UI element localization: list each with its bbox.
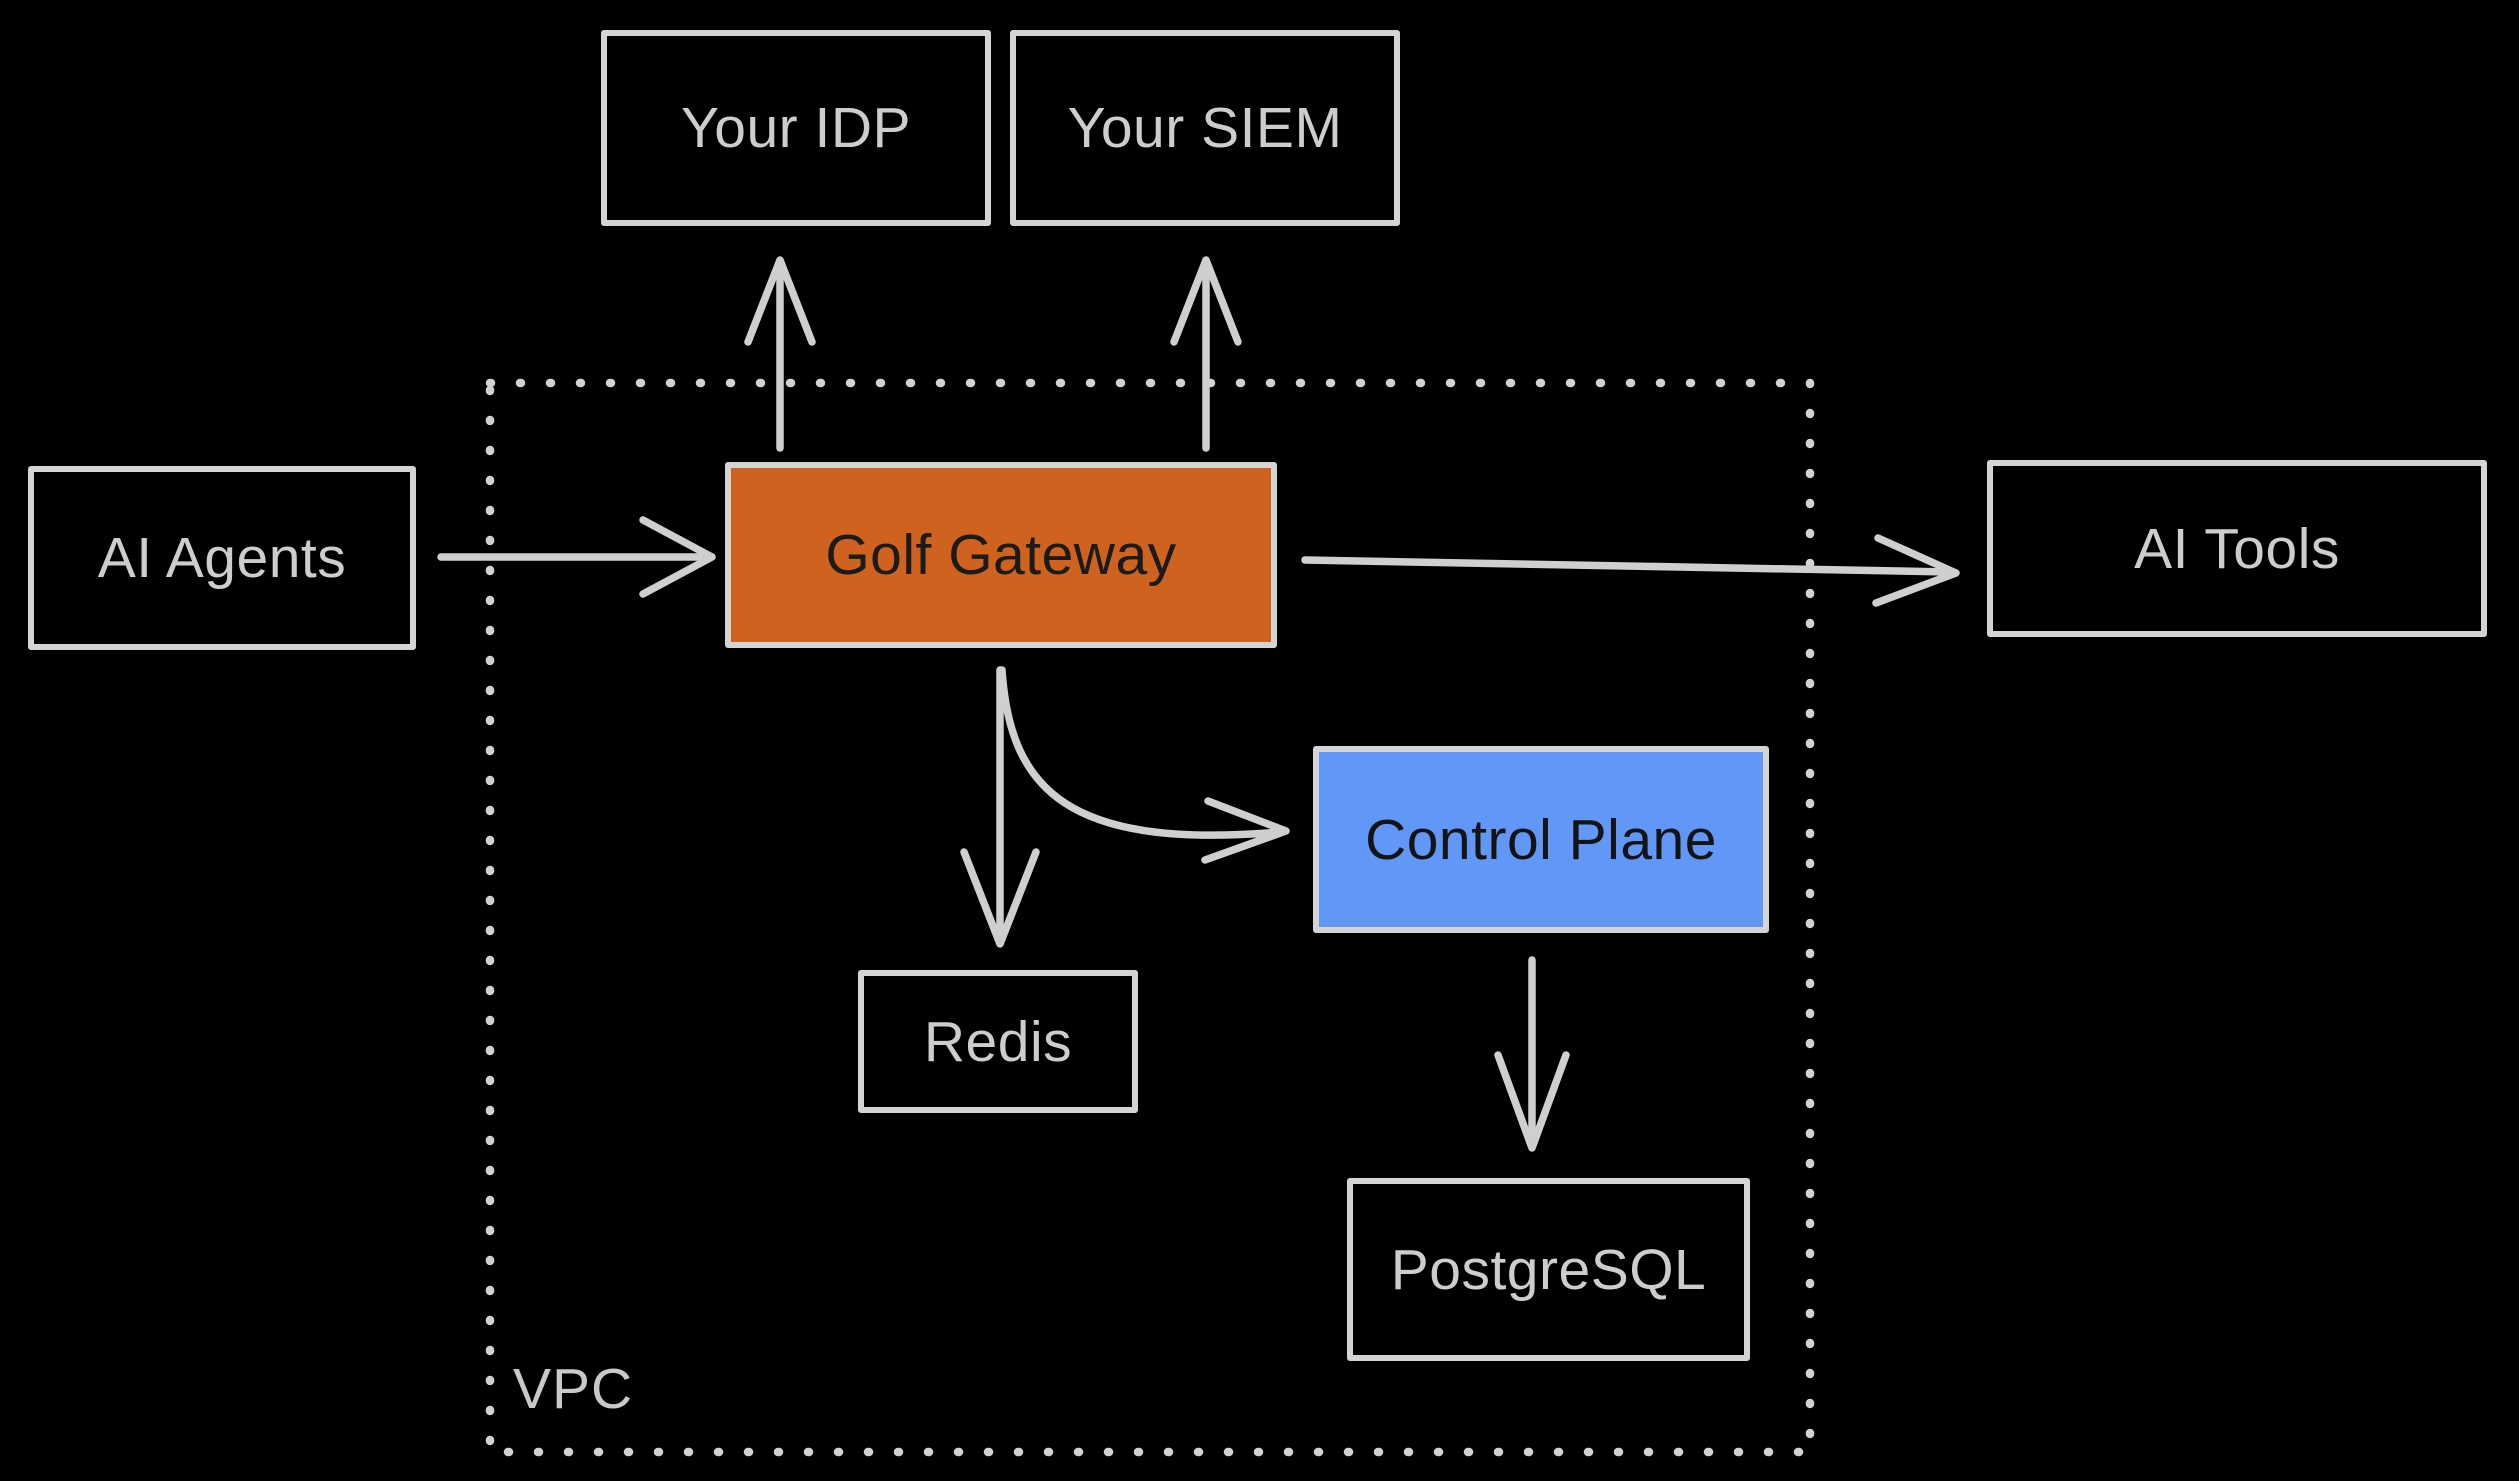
node-ai-agents: AI Agents [28,466,416,650]
vpc-boundary [485,378,1815,1457]
node-control-plane-label: Control Plane [1365,807,1717,872]
node-ai-tools-label: AI Tools [2134,516,2340,581]
node-ai-tools: AI Tools [1987,460,2487,637]
node-postgresql: PostgreSQL [1347,1178,1750,1361]
node-golf-gateway-label: Golf Gateway [825,523,1177,587]
arrow-control-plane-to-postgresql [1494,956,1570,1152]
arrow-golf-gateway-to-your-idp [744,256,816,452]
node-control-plane: Control Plane [1313,746,1769,933]
node-postgresql-label: PostgreSQL [1390,1237,1707,1302]
vpc-container-label: VPC [513,1357,634,1421]
node-golf-gateway: Golf Gateway [725,462,1277,648]
arrow-ai-agents-to-golf-gateway [437,516,716,598]
node-your-siem-label: Your SIEM [1067,96,1343,160]
arrow-golf-gateway-to-redis [960,666,1040,948]
node-your-idp: Your IDP [601,30,991,226]
node-ai-agents-label: AI Agents [97,526,347,590]
node-redis: Redis [858,970,1138,1113]
node-redis-label: Redis [923,1009,1073,1074]
arrow-golf-gateway-to-control-plane [998,666,1290,864]
arrow-golf-gateway-to-your-siem [1170,256,1242,452]
arrow-golf-gateway-to-ai-tools [1301,534,1960,607]
node-your-siem: Your SIEM [1010,30,1400,226]
node-your-idp-label: Your IDP [680,96,912,160]
